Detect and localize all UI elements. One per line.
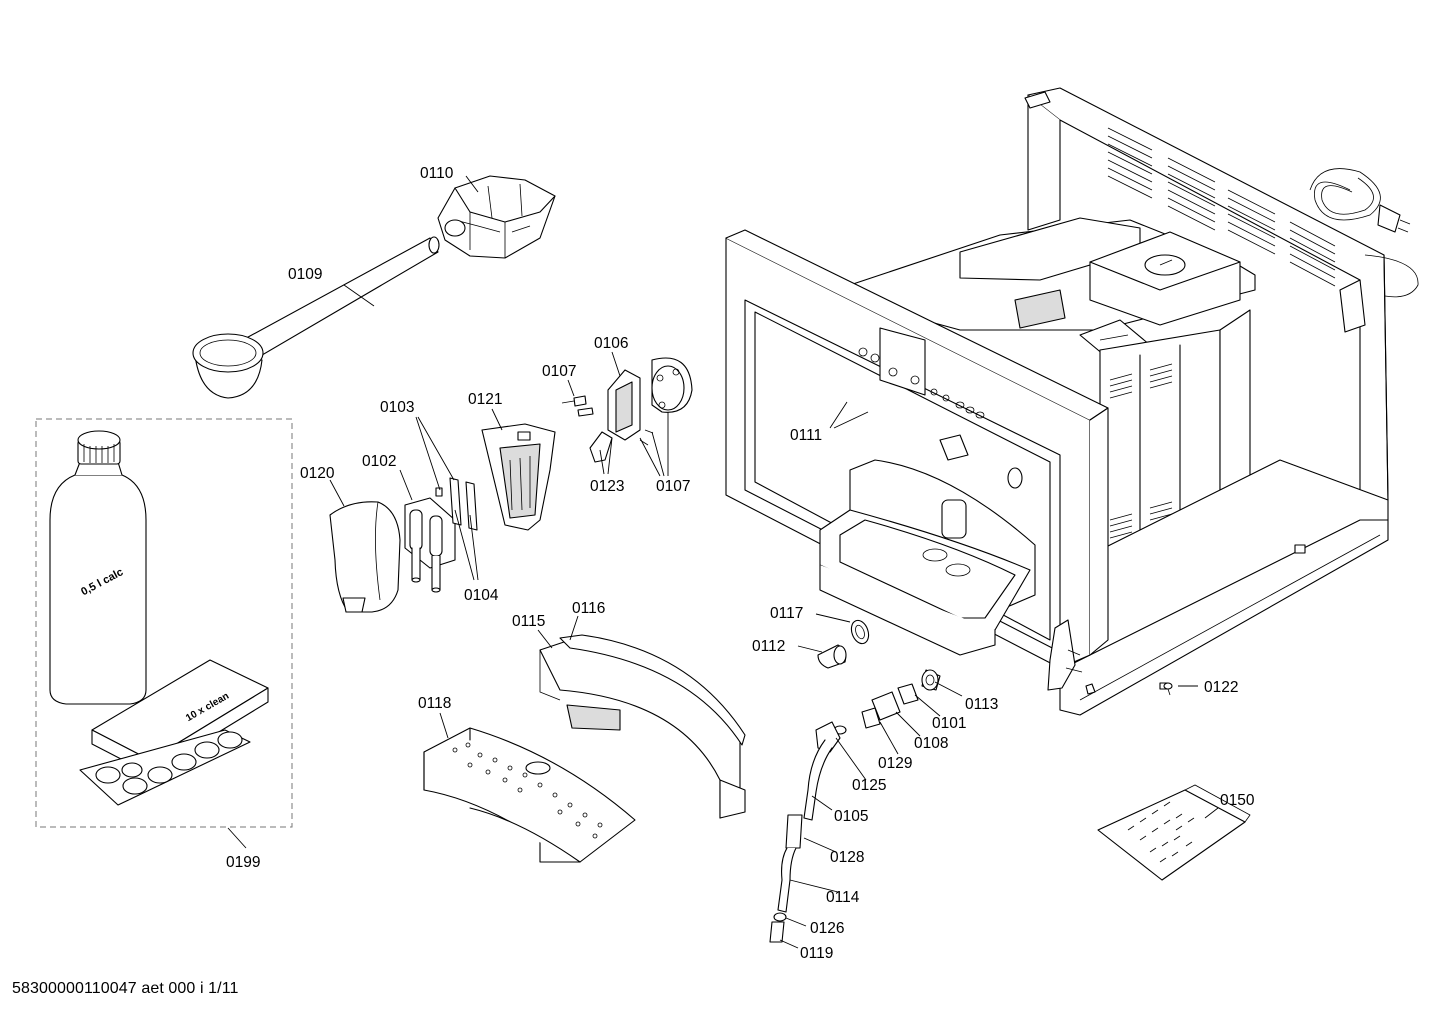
part-0118-drip-grid (423, 727, 636, 863)
label-0118: 0118 (418, 695, 451, 712)
part-0110-paddle (437, 175, 556, 259)
label-0110: 0110 (420, 165, 454, 182)
label-0120: 0120 (300, 465, 335, 482)
care-kit-outline (35, 418, 293, 828)
part-0115-0116-front-panel (539, 634, 746, 819)
label-0114: 0114 (826, 889, 860, 906)
label-0107-bottom: 0107 (656, 478, 690, 495)
label-0109: 0109 (288, 266, 322, 283)
label-0126: 0126 (810, 920, 844, 937)
part-steam-pipe-assembly (769, 669, 941, 943)
part-0103-0104-seals (435, 477, 478, 531)
label-0128: 0128 (830, 849, 864, 866)
document-id: 58300000110047 aet 000 i 1/11 (12, 980, 239, 997)
part-0109-spoon (192, 236, 440, 399)
label-0116: 0116 (572, 600, 605, 617)
label-0117: 0117 (770, 605, 803, 622)
leader-lines (227, 175, 1219, 949)
part-0120-spout-cover (329, 501, 401, 613)
label-0103: 0103 (380, 399, 414, 416)
part-0199-descaler-bottle: 0,5 l calc (49, 430, 147, 705)
part-0199-cleaning-tablets: 10 x clean (79, 659, 269, 806)
main-appliance-body (725, 87, 1419, 716)
part-number-labels: 0110 0109 0107 0106 0103 0121 0120 0102 … (226, 165, 1255, 962)
label-0106: 0106 (594, 335, 628, 352)
label-0125: 0125 (852, 777, 886, 794)
label-0113: 0113 (965, 696, 998, 713)
label-0108: 0108 (914, 735, 948, 752)
part-0121-outlet-housing (481, 423, 556, 531)
label-0102: 0102 (362, 453, 396, 470)
label-0129: 0129 (878, 755, 912, 772)
label-0150: 0150 (1220, 792, 1255, 809)
label-0107-top: 0107 (542, 363, 576, 380)
screw-set (1127, 801, 1195, 863)
part-0106-switch-assembly (561, 357, 693, 463)
label-0115: 0115 (512, 613, 545, 630)
label-0101: 0101 (932, 715, 966, 732)
label-0122: 0122 (1204, 679, 1238, 696)
label-0199: 0199 (226, 854, 260, 871)
part-0112-knob (817, 644, 847, 669)
label-0119: 0119 (800, 945, 833, 962)
part-0122-screw (1163, 682, 1173, 696)
label-0123: 0123 (590, 478, 624, 495)
vent-slots (1107, 127, 1336, 287)
module-vents (1109, 363, 1173, 539)
part-0150-screw-bag (1097, 784, 1251, 881)
drip-grid-holes (452, 742, 603, 839)
part-0117-ring (850, 619, 870, 645)
part-0102-nozzle-block (404, 497, 456, 593)
label-0111: 0111 (790, 427, 822, 444)
label-0121: 0121 (468, 391, 502, 408)
label-0104: 0104 (464, 587, 499, 604)
label-0105: 0105 (834, 808, 868, 825)
label-0112: 0112 (752, 638, 785, 655)
